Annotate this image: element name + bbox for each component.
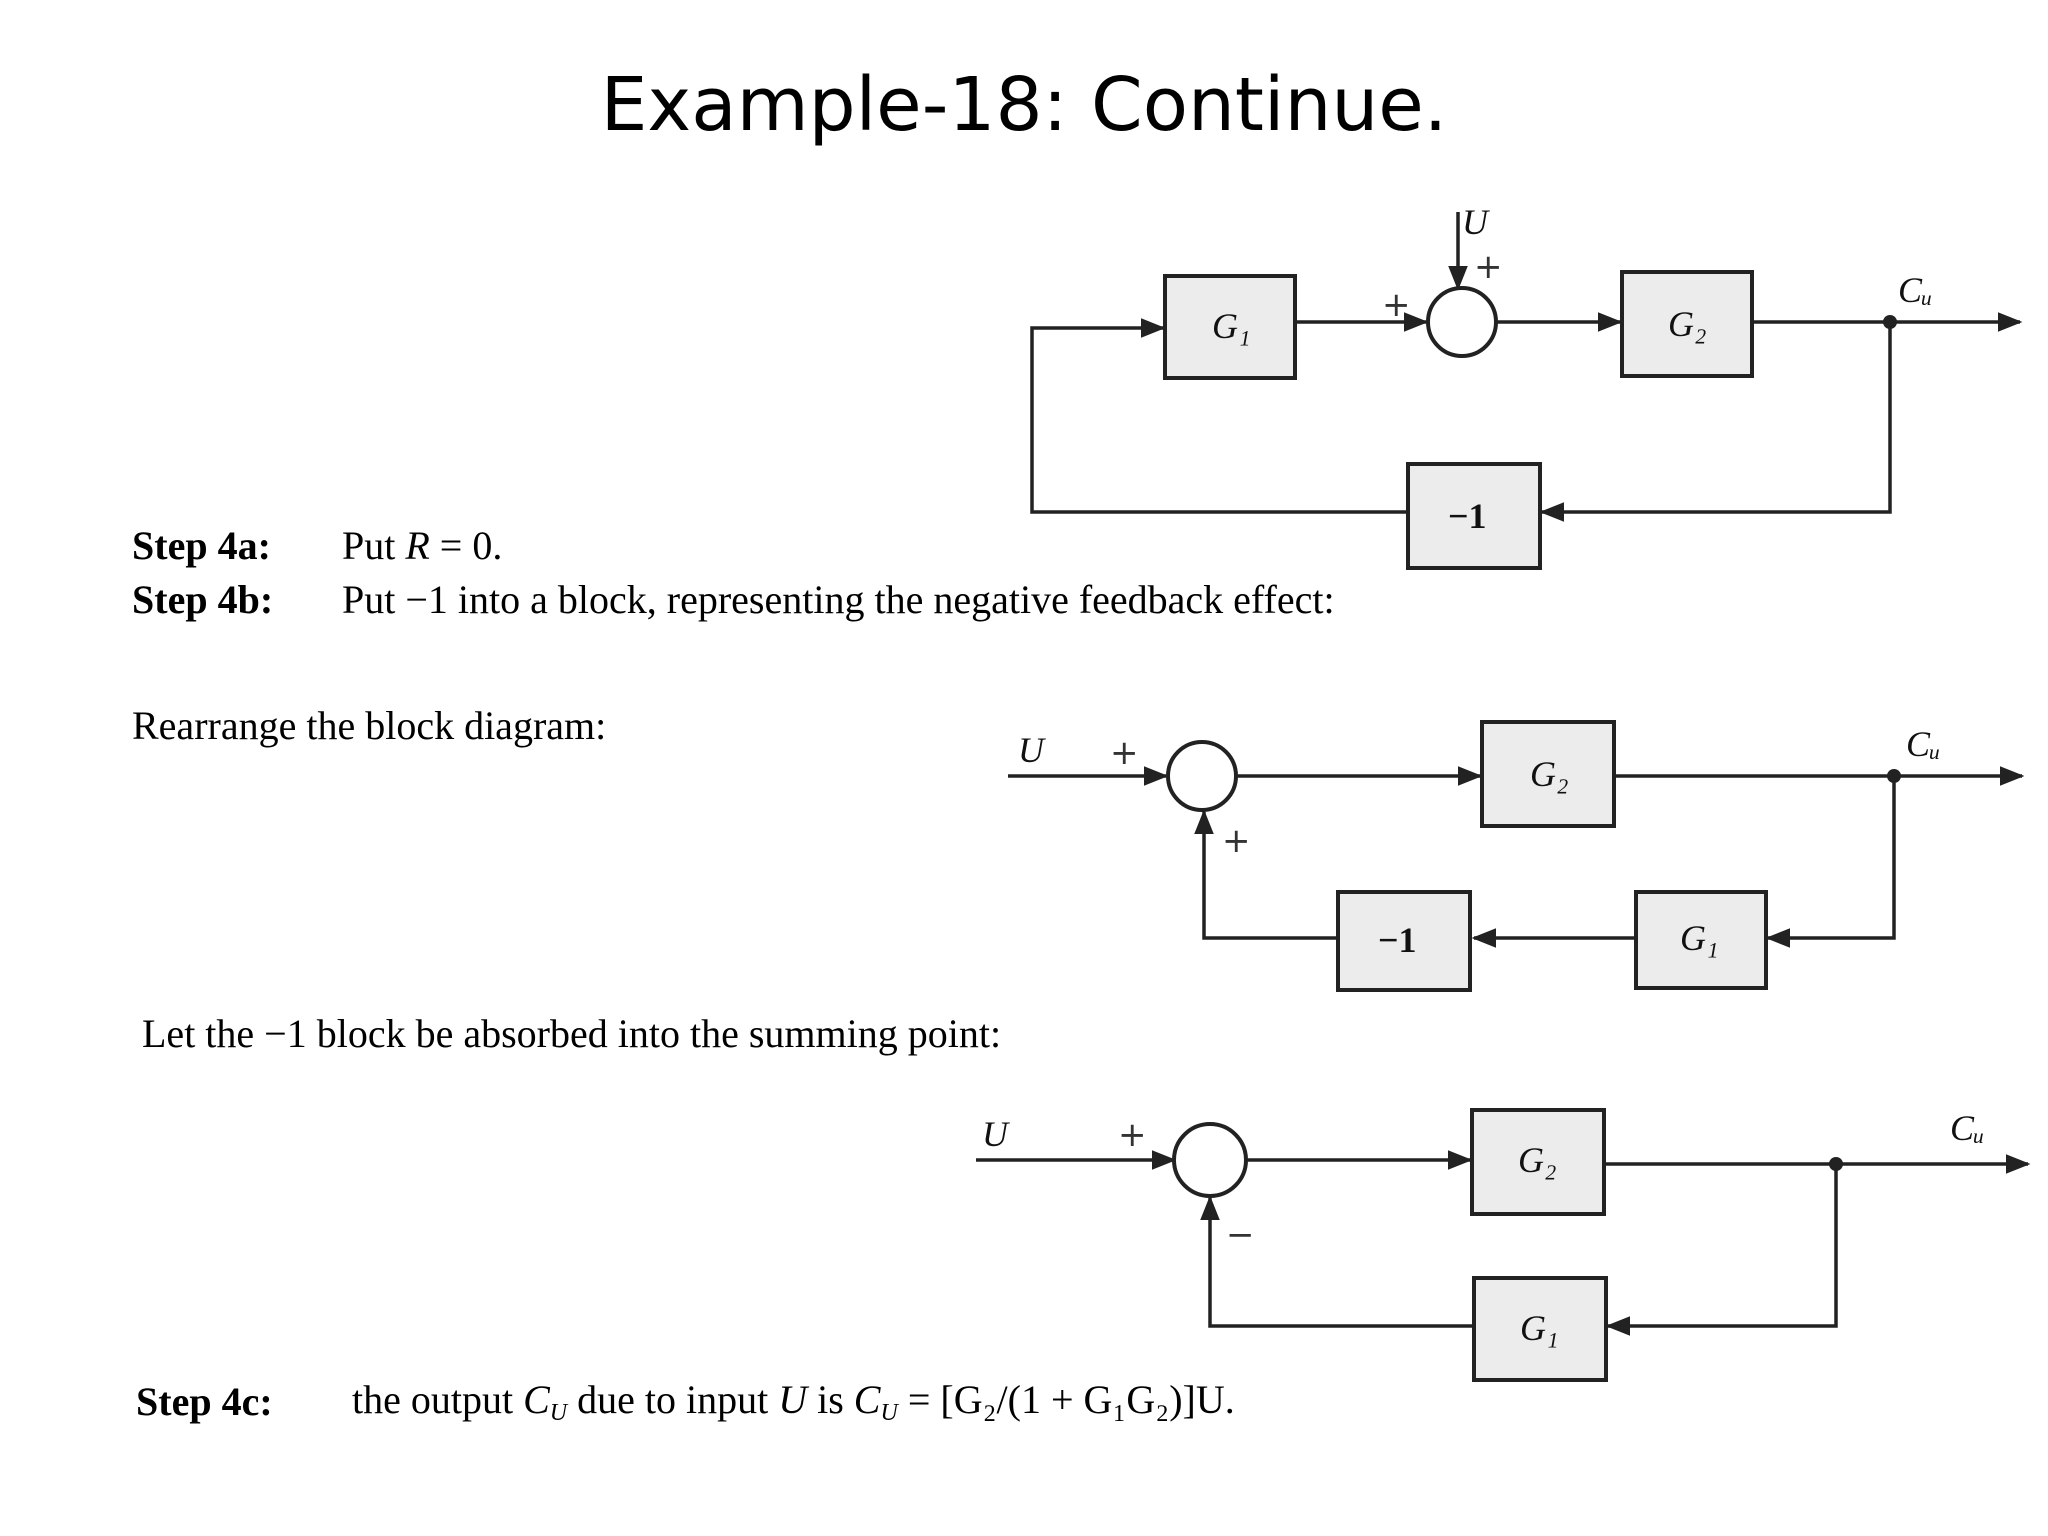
d1-summing-junction xyxy=(1426,286,1498,358)
d1-sign-top: + xyxy=(1474,247,1503,287)
d2-sign-bottom: + xyxy=(1222,821,1251,861)
step-4a-text-pre: Put xyxy=(342,523,406,568)
d3-block-g2-label: G₂ xyxy=(1518,1140,1557,1180)
step-4c-text-1: the output xyxy=(352,1377,524,1422)
d3-block-g1-label: G₁ xyxy=(1520,1308,1559,1348)
output-symbol: CU xyxy=(523,1377,568,1427)
d2-block-g1-label: G₁ xyxy=(1680,918,1719,958)
diagram-1: U + G₁ + G₂ Cᵤ −1 xyxy=(1030,202,2023,570)
d1-output-label: Cᵤ xyxy=(1898,270,1933,310)
d1-block-neg-label: −1 xyxy=(1448,496,1487,536)
d1-block-g1-label: G₁ xyxy=(1212,306,1251,346)
step-4c-text-2: due to input xyxy=(567,1377,779,1422)
diagram-2: U + G₂ Cᵤ G₁ −1 + xyxy=(1008,720,2025,992)
d3-input-label: U xyxy=(982,1114,1010,1154)
d1-block-g2 xyxy=(1620,270,1754,378)
d3-summing-junction xyxy=(1172,1122,1248,1198)
step-4a-variable: R xyxy=(405,523,430,568)
d3-feedback-wire-left xyxy=(1200,1195,1474,1328)
d2-output-label: Cᵤ xyxy=(1906,724,1941,764)
step-4a-label: Step 4a: xyxy=(132,523,271,568)
slide-title: Example-18: Continue. xyxy=(600,62,1448,148)
d1-block-g1 xyxy=(1163,274,1297,380)
output-symbol-2: CU xyxy=(853,1377,898,1427)
step-4b-text: Put −1 into a block, representing the ne… xyxy=(342,577,1335,622)
d2-feedback-wire-left xyxy=(1194,809,1338,940)
step-4c-equation: = [G₂/(1 + G₁G₂)]U. xyxy=(897,1377,1235,1422)
d1-sign-left: + xyxy=(1382,285,1411,325)
d3-feedback-wire-right xyxy=(1605,1164,1838,1336)
d3-block-g2 xyxy=(1470,1108,1606,1216)
d3-output-label: Cᵤ xyxy=(1950,1108,1985,1148)
step-4c-text: the output CU due to input U is CU = [G₂… xyxy=(352,1376,1235,1427)
step-4b-label: Step 4b: xyxy=(132,577,274,622)
step-4c-label: Step 4c: xyxy=(136,1379,273,1424)
step-4a-text-post: = 0. xyxy=(429,523,503,568)
step-4c-text-3: is xyxy=(807,1377,854,1422)
d2-feedback-wire-right xyxy=(1765,776,1896,948)
d2-block-neg-label: −1 xyxy=(1378,920,1417,960)
d2-block-g2-label: G₂ xyxy=(1530,754,1569,794)
step-4a-text: Put R = 0. xyxy=(342,522,502,569)
absorb-text: Let the −1 block be absorbed into the su… xyxy=(142,1011,1002,1056)
d3-block-g1 xyxy=(1472,1276,1608,1382)
d1-feedback-wire-right xyxy=(1539,322,1892,522)
d1-feedback-wire-left xyxy=(1030,318,1408,514)
d2-block-g2 xyxy=(1480,720,1616,828)
d2-summing-junction xyxy=(1166,740,1238,812)
d2-block-g1 xyxy=(1634,890,1768,990)
d1-block-neg xyxy=(1406,462,1542,570)
diagram-3: U + G₂ Cᵤ G₁ − xyxy=(976,1108,2031,1382)
d2-input-label: U xyxy=(1018,730,1046,770)
input-symbol: U xyxy=(778,1377,808,1422)
d2-block-neg xyxy=(1336,890,1472,992)
d2-sign-left: + xyxy=(1110,733,1139,773)
d1-input-label: U xyxy=(1462,202,1490,242)
d3-sign-left: + xyxy=(1118,1115,1147,1155)
d1-block-g2-label: G₂ xyxy=(1668,304,1707,344)
d3-sign-bottom: − xyxy=(1226,1215,1255,1255)
rearrange-text: Rearrange the block diagram: xyxy=(132,703,607,748)
step-4a: Step 4a: xyxy=(132,522,271,569)
